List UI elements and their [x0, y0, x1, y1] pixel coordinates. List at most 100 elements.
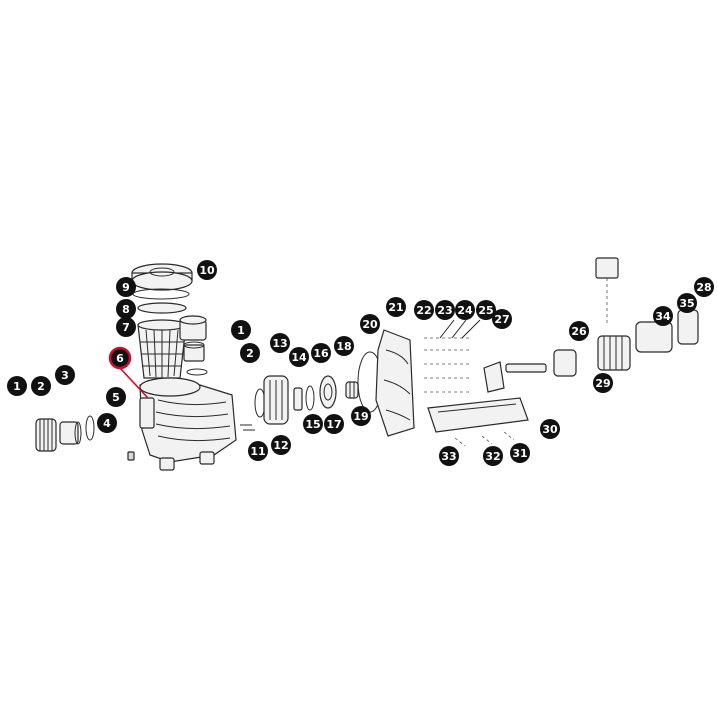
callout: 8	[116, 299, 136, 319]
svg-text:6: 6	[116, 352, 124, 365]
svg-text:2: 2	[37, 380, 45, 393]
union-nut-outlet	[179, 315, 207, 341]
rotor	[553, 349, 577, 377]
callout: 2	[240, 343, 260, 363]
svg-text:20: 20	[362, 318, 378, 331]
svg-text:5: 5	[112, 391, 120, 404]
svg-text:18: 18	[336, 340, 351, 353]
svg-text:12: 12	[273, 439, 288, 452]
svg-text:33: 33	[441, 450, 456, 463]
drain-plug	[127, 451, 135, 461]
stator	[597, 335, 631, 371]
callout: 29	[593, 373, 613, 393]
svg-text:19: 19	[353, 410, 368, 423]
callout: 28	[694, 277, 714, 297]
motor-adapter	[375, 329, 415, 437]
o-ring-left	[85, 415, 95, 441]
svg-text:8: 8	[122, 303, 130, 316]
callout: 26	[569, 321, 589, 341]
svg-text:14: 14	[291, 351, 307, 364]
callout: 14	[289, 347, 309, 367]
svg-text:34: 34	[655, 310, 671, 323]
callout: 22	[414, 300, 434, 320]
svg-text:10: 10	[199, 264, 215, 277]
union-nut-left	[35, 418, 57, 452]
callout: 1	[231, 320, 251, 340]
motor-front-flange	[483, 361, 505, 393]
svg-text:11: 11	[250, 445, 265, 458]
svg-text:1: 1	[13, 380, 21, 393]
callout: 27	[492, 309, 512, 329]
svg-text:32: 32	[485, 450, 500, 463]
outlet-o-ring	[186, 368, 208, 376]
callout: 13	[270, 333, 290, 353]
diffuser-bolts	[240, 424, 255, 431]
callout: 21	[386, 297, 406, 317]
callout: 12	[271, 435, 291, 455]
callout: 4	[97, 413, 117, 433]
svg-text:28: 28	[696, 281, 711, 294]
svg-text:24: 24	[457, 304, 473, 317]
callout: 7	[116, 317, 136, 337]
callout: 3	[55, 365, 75, 385]
svg-text:4: 4	[103, 417, 111, 430]
callout: 9	[116, 277, 136, 297]
svg-text:25: 25	[478, 304, 493, 317]
impeller-ring	[305, 385, 315, 411]
callout: 25	[476, 300, 496, 320]
strainer-basket	[137, 319, 187, 379]
callout: 18	[334, 336, 354, 356]
callout: 32	[483, 446, 503, 466]
leader-lines	[119, 319, 481, 399]
lid-gasket	[137, 302, 187, 314]
callout: 10	[197, 260, 217, 280]
impeller	[293, 387, 303, 411]
callout: 35	[677, 293, 697, 313]
mechanical-seal	[345, 381, 359, 399]
callout: 31	[510, 443, 530, 463]
callout: 34	[653, 306, 673, 326]
callout: 1	[7, 376, 27, 396]
callout-highlighted: 6	[108, 346, 132, 370]
svg-text:21: 21	[388, 301, 403, 314]
svg-text:31: 31	[512, 447, 527, 460]
svg-text:27: 27	[494, 313, 509, 326]
seal-plate	[319, 375, 337, 409]
callout: 5	[106, 387, 126, 407]
svg-text:16: 16	[313, 347, 329, 360]
callout: 2	[31, 376, 51, 396]
callout: 20	[360, 314, 380, 334]
pump-housing	[139, 377, 237, 471]
callout: 24	[455, 300, 475, 320]
svg-text:9: 9	[122, 281, 130, 294]
svg-text:17: 17	[326, 418, 341, 431]
callout: 19	[351, 406, 371, 426]
callout: 11	[248, 441, 268, 461]
callout: 33	[439, 446, 459, 466]
base-screws	[454, 431, 515, 447]
svg-text:22: 22	[416, 304, 431, 317]
svg-text:3: 3	[61, 369, 69, 382]
callout: 16	[311, 343, 331, 363]
strainer-lid	[131, 263, 193, 291]
controller-base	[427, 397, 529, 433]
callout: 17	[324, 414, 344, 434]
fastener-set	[424, 337, 470, 393]
svg-text:15: 15	[305, 418, 320, 431]
svg-text:13: 13	[272, 337, 287, 350]
svg-text:35: 35	[679, 297, 694, 310]
svg-text:2: 2	[246, 347, 254, 360]
callout: 15	[303, 414, 323, 434]
callout: 30	[540, 419, 560, 439]
terminal-box	[595, 257, 619, 326]
motor-housing	[635, 321, 673, 353]
svg-text:30: 30	[542, 423, 558, 436]
callout: 23	[435, 300, 455, 320]
svg-text:1: 1	[237, 324, 245, 337]
svg-text:29: 29	[595, 377, 610, 390]
diffuser	[263, 375, 289, 425]
union-tail-outlet	[183, 341, 205, 362]
svg-text:7: 7	[122, 321, 130, 334]
svg-text:26: 26	[571, 325, 587, 338]
